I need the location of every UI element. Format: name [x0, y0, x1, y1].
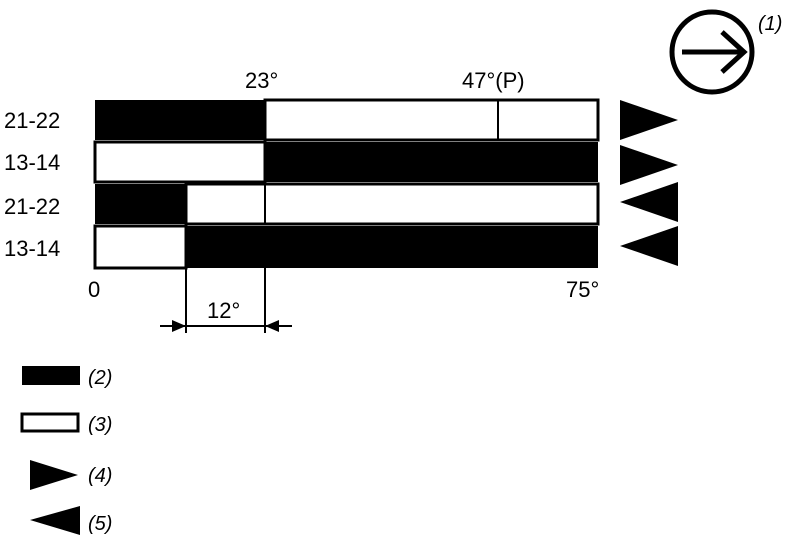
dimension-label: 12° [207, 298, 240, 323]
legend-label: (3) [88, 414, 112, 436]
arrow-right-icon [720, 30, 748, 74]
dimension-arrow-icon [265, 320, 279, 332]
filled-segment [95, 100, 265, 140]
triangle-left-icon [620, 182, 678, 222]
row-label: 13-14 [4, 150, 60, 175]
row-label: 13-14 [4, 236, 60, 261]
angle-label-75: 75° [566, 277, 599, 302]
empty-segment [93, 224, 188, 270]
dimension-arrow-icon [172, 320, 186, 332]
circle-outline [669, 9, 755, 95]
empty-segment [184, 182, 600, 226]
direction-marker-label: (1) [758, 13, 782, 35]
legend: (2) (3) (4) (5) [20, 366, 112, 535]
angle-label-47: 47°(P) [462, 68, 525, 93]
triangle-right-icon [30, 460, 78, 490]
bar-row-2 [93, 140, 598, 184]
bar-row-1 [95, 98, 600, 142]
triangle-left-icon [620, 226, 678, 266]
filled-segment [95, 184, 186, 224]
angle-label-0: 0 [88, 277, 100, 302]
direction-marker: (1) [669, 9, 782, 95]
empty-segment [93, 140, 267, 184]
dimension-12: 12° [160, 268, 292, 333]
bar-row-3 [95, 182, 600, 226]
row-label: 21-22 [4, 108, 60, 133]
triangle-right-icon [620, 145, 678, 185]
legend-label: (5) [88, 513, 112, 535]
empty-segment [263, 98, 600, 142]
legend-label: (2) [88, 367, 112, 389]
empty-bar-icon [20, 412, 80, 433]
filled-segment [186, 226, 598, 268]
legend-label: (4) [88, 465, 112, 487]
angle-label-23: 23° [245, 68, 278, 93]
bar-row-4 [93, 224, 598, 270]
filled-bar-icon [22, 366, 80, 385]
triangle-right-icon [620, 100, 678, 140]
triangle-left-icon [30, 506, 80, 535]
row-label: 21-22 [4, 194, 60, 219]
filled-segment [265, 142, 598, 182]
